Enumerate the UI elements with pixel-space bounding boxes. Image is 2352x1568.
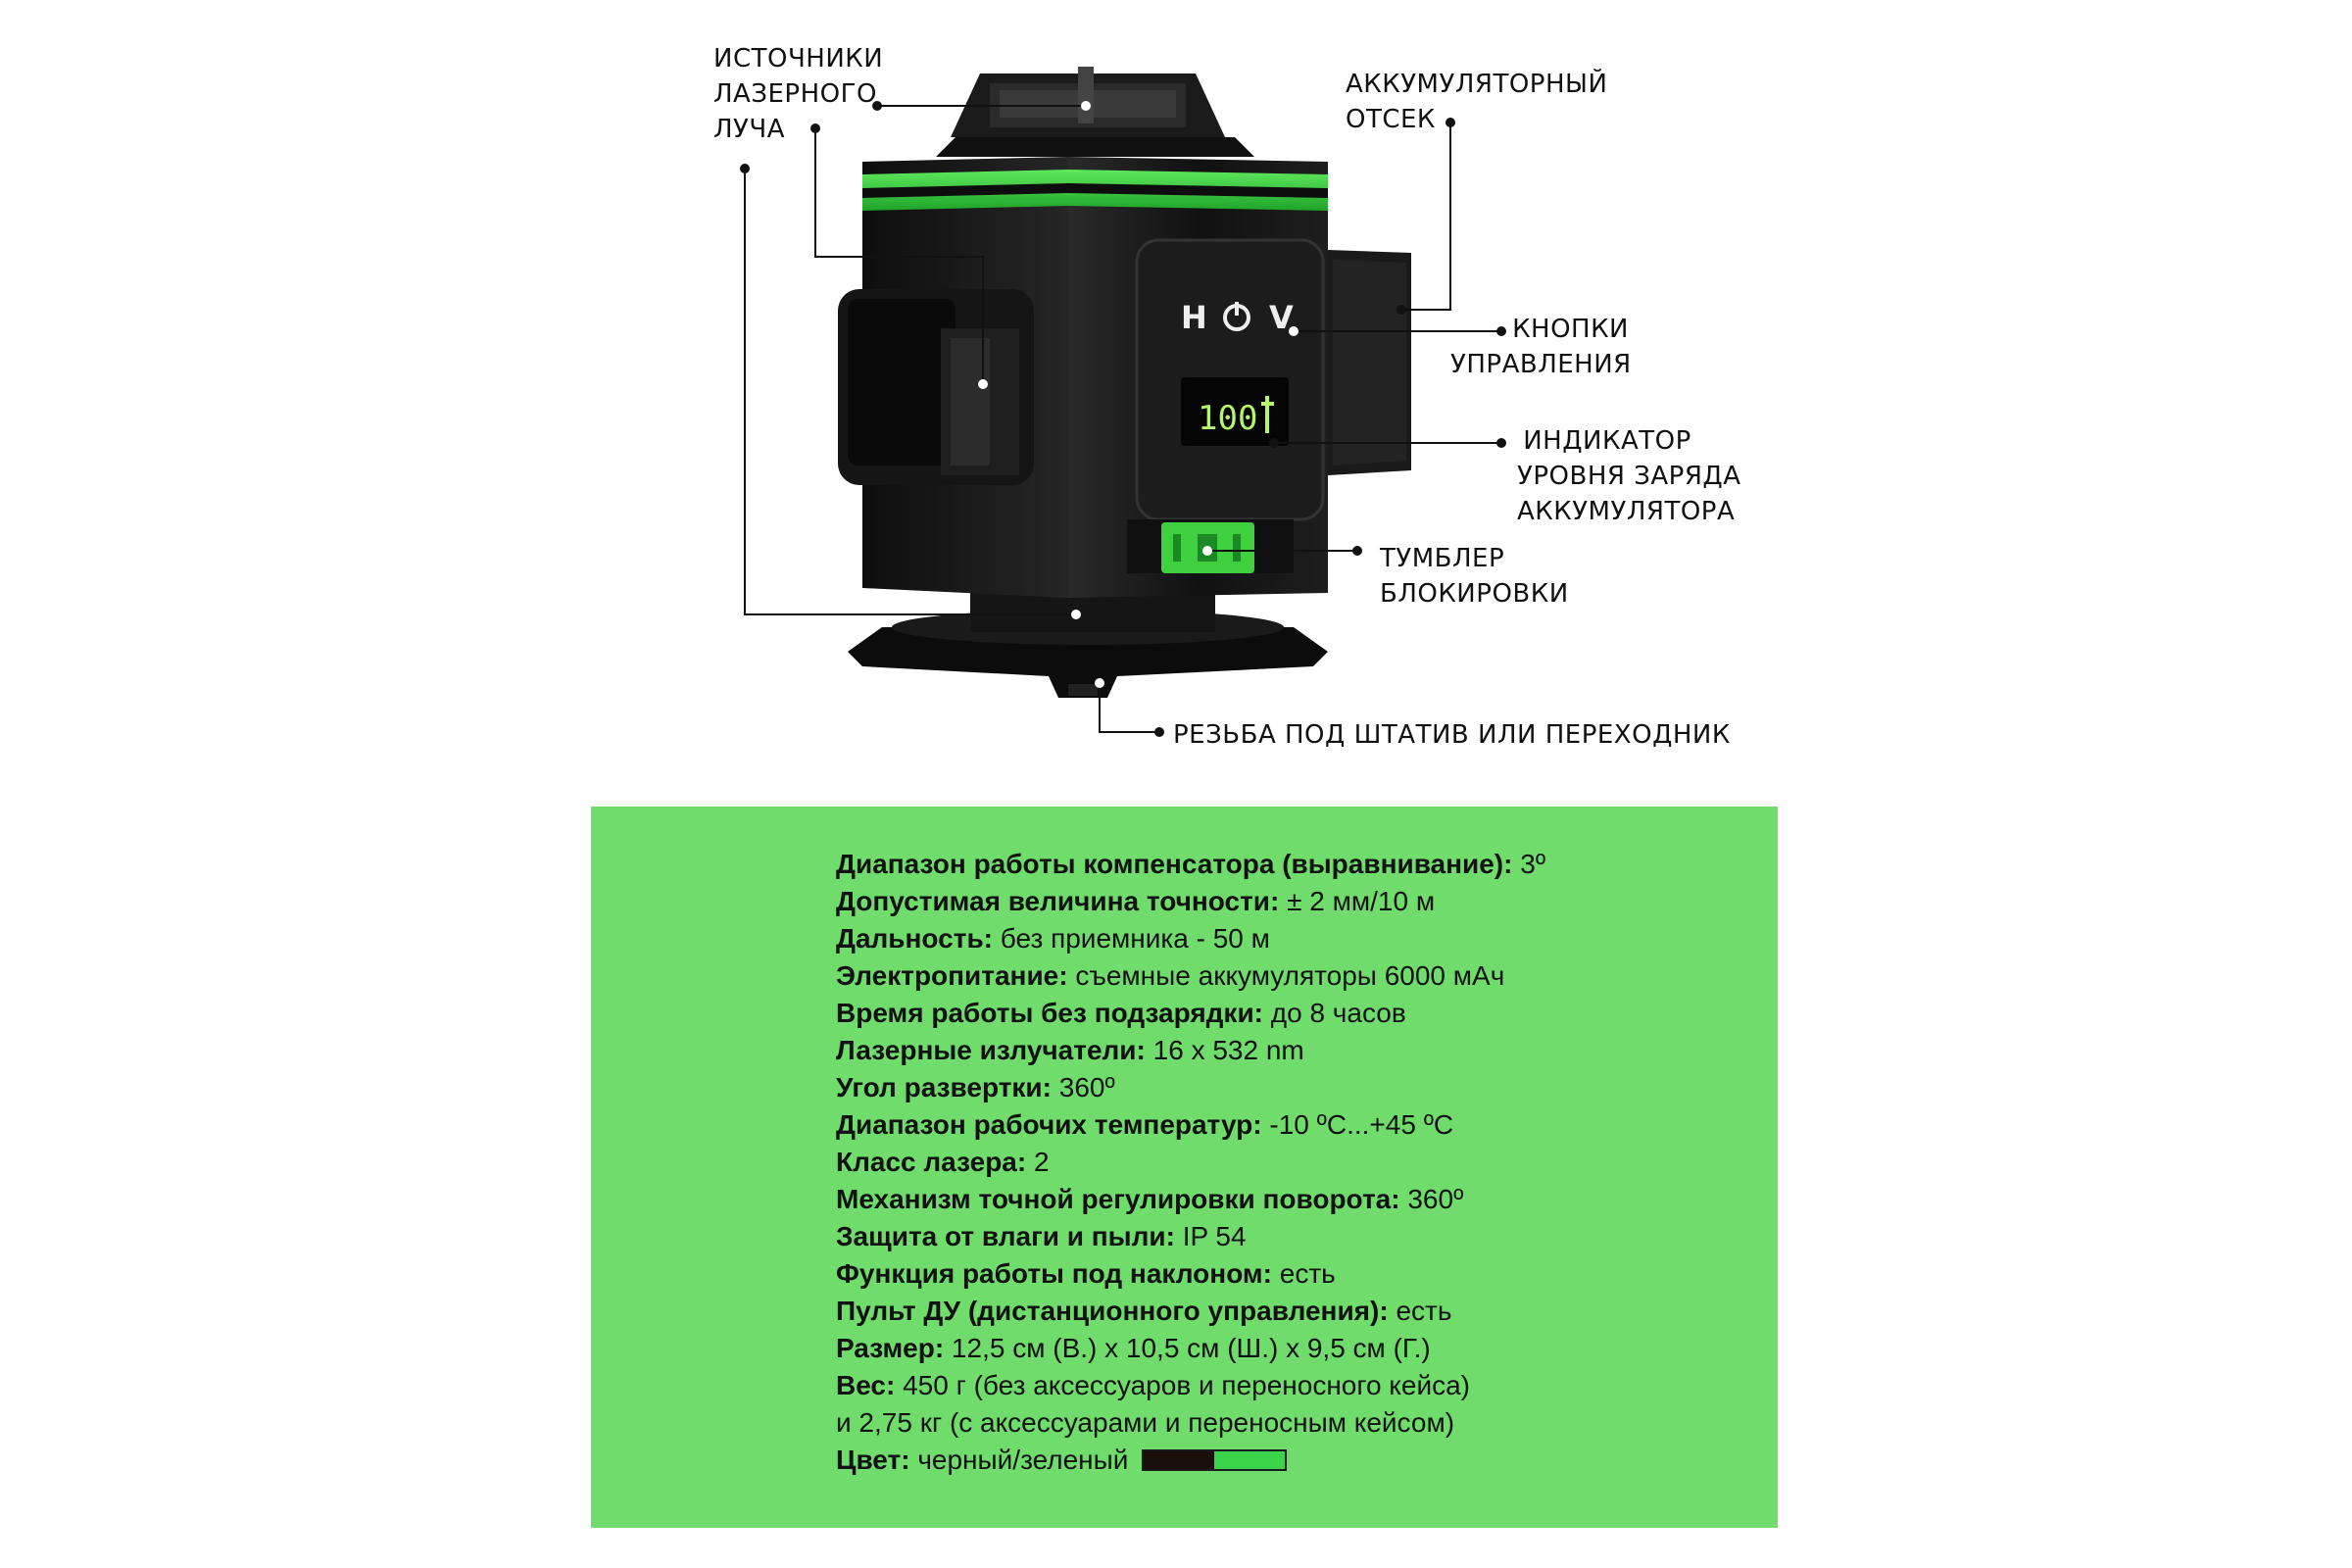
lock-toggle[interactable]: [1127, 519, 1294, 573]
spec-label: Угол развертки:: [836, 1072, 1052, 1102]
spec-value: 360º: [1399, 1184, 1464, 1214]
callout-battery-indicator-line2: УРОВНЯ ЗАРЯДА: [1517, 462, 1741, 491]
callout-dots: [740, 101, 1506, 737]
callout-laser-sources: ИСТОЧНИКИ ЛАЗЕРНОГО ЛУЧА: [713, 41, 883, 147]
callout-lines: [744, 105, 1501, 733]
color-swatch: [1142, 1448, 1288, 1471]
specifications-panel: Диапазон работы компенсатора (выравниван…: [591, 807, 1778, 1528]
spec-row: Защита от влаги и пыли: IP 54: [836, 1218, 1545, 1255]
spec-value: 3º: [1512, 849, 1546, 879]
callout-laser-sources-line2: ЛАЗЕРНОГО: [713, 79, 877, 109]
spec-row: Электропитание: съемные аккумуляторы 600…: [836, 957, 1545, 995]
spec-row: Механизм точной регулировки поворота: 36…: [836, 1181, 1545, 1218]
control-panel: H V 100: [1181, 299, 1294, 446]
callout-battery-indicator: ИНДИКАТОР УРОВНЯ ЗАРЯДА АККУМУЛЯТОРА: [1517, 423, 1741, 529]
spec-value: 450 г (без аксессуаров и переносного кей…: [895, 1370, 1470, 1400]
spec-row: Пульт ДУ (дистанционного управления): ес…: [836, 1293, 1545, 1330]
spec-label: Время работы без подзарядки:: [836, 998, 1263, 1028]
callout-battery-bay-line2: ОТСЕК: [1346, 105, 1436, 134]
spec-label: Защита от влаги и пыли:: [836, 1221, 1175, 1251]
spec-label: Пульт ДУ (дистанционного управления):: [836, 1296, 1389, 1326]
spec-value: есть: [1388, 1296, 1452, 1326]
spec-list: Диапазон работы компенсатора (выравниван…: [836, 846, 1545, 1479]
spec-row: Функция работы под наклоном: есть: [836, 1255, 1545, 1293]
spec-value: есть: [1271, 1258, 1336, 1289]
battery-display: [1181, 377, 1289, 446]
callout-battery-bay: АККУМУЛЯТОРНЫЙ ОТСЕК: [1346, 67, 1607, 137]
spec-value: ± 2 мм/10 м: [1279, 886, 1436, 916]
battery-display-value: 100: [1198, 399, 1257, 438]
spec-value: 12,5 см (В.) х 10,5 см (Ш.) х 9,5 см (Г.…: [944, 1333, 1431, 1363]
spec-value: съемные аккумуляторы 6000 мАч: [1067, 960, 1505, 991]
spec-row: Цвет: черный/зеленый: [836, 1442, 1545, 1479]
base: [848, 588, 1328, 698]
spec-row: Угол развертки: 360º: [836, 1069, 1545, 1106]
spec-label: Лазерные излучатели:: [836, 1035, 1146, 1065]
spec-row: Размер: 12,5 см (В.) х 10,5 см (Ш.) х 9,…: [836, 1330, 1545, 1367]
spec-value: 2: [1026, 1147, 1050, 1177]
spec-row: Время работы без подзарядки: до 8 часов: [836, 995, 1545, 1032]
spec-row: Дальность: без приемника - 50 м: [836, 920, 1545, 957]
spec-value: 360º: [1051, 1072, 1115, 1102]
spec-label: Размер:: [836, 1333, 945, 1363]
callout-lock-toggle: ТУМБЛЕР БЛОКИРОВКИ: [1380, 541, 1569, 612]
spec-label: Цвет:: [836, 1445, 910, 1475]
spec-row: Диапазон рабочих температур: -10 ºC...+4…: [836, 1106, 1545, 1144]
spec-label: Диапазон работы компенсатора (выравниван…: [836, 849, 1513, 879]
spec-value: без приемника - 50 м: [993, 923, 1270, 954]
spec-label: Функция работы под наклоном:: [836, 1258, 1272, 1289]
laser-turret: [936, 67, 1254, 157]
spec-label: Электропитание:: [836, 960, 1068, 991]
spec-value: черный/зеленый: [909, 1445, 1129, 1475]
spec-label: Класс лазера:: [836, 1147, 1027, 1177]
spec-label: Вес:: [836, 1370, 896, 1400]
callout-battery-bay-line1: АККУМУЛЯТОРНЫЙ: [1346, 70, 1608, 99]
callout-laser-sources-line1: ИСТОЧНИКИ: [713, 44, 884, 74]
callout-laser-sources-line3: ЛУЧА: [713, 115, 786, 144]
callout-control-buttons-line2: УПРАВЛЕНИЯ: [1450, 350, 1632, 379]
spec-label: Механизм точной регулировки поворота:: [836, 1184, 1400, 1214]
callout-lock-toggle-line1: ТУМБЛЕР: [1380, 544, 1505, 573]
callout-tripod-thread: РЕЗЬБА ПОД ШТАТИВ ИЛИ ПЕРЕХОДНИК: [1173, 717, 1731, 753]
spec-row: Диапазон работы компенсатора (выравниван…: [836, 846, 1545, 883]
spec-value: 16 х 532 nm: [1145, 1035, 1304, 1065]
spec-row: Лазерные излучатели: 16 х 532 nm: [836, 1032, 1545, 1069]
spec-value: до 8 часов: [1262, 998, 1406, 1028]
spec-label: Допустимая величина точности:: [836, 886, 1280, 916]
callout-control-buttons-line1: КНОПКИ: [1512, 315, 1629, 344]
spec-value: IP 54: [1174, 1221, 1247, 1251]
side-laser-window: [838, 289, 1034, 485]
spec-row: Класс лазера: 2: [836, 1144, 1545, 1181]
spec-label: Дальность:: [836, 923, 993, 954]
callout-control-buttons: КНОПКИ УПРАВЛЕНИЯ: [1450, 312, 1632, 382]
spec-value: и 2,75 кг (с аксессуарами и переносным к…: [836, 1407, 1455, 1438]
callout-battery-indicator-line1: ИНДИКАТОР: [1523, 426, 1691, 456]
callout-tripod-thread-line1: РЕЗЬБА ПОД ШТАТИВ ИЛИ ПЕРЕХОДНИК: [1173, 720, 1731, 750]
callout-battery-indicator-line3: АККУМУЛЯТОРА: [1517, 497, 1736, 526]
spec-row: Вес: 450 г (без аксессуаров и переносног…: [836, 1367, 1545, 1404]
battery-bay: [1328, 250, 1411, 475]
spec-row: Допустимая величина точности: ± 2 мм/10 …: [836, 883, 1545, 920]
spec-label: Диапазон рабочих температур:: [836, 1109, 1262, 1140]
callout-lock-toggle-line2: БЛОКИРОВКИ: [1380, 579, 1569, 609]
spec-value: -10 ºC...+45 ºC: [1261, 1109, 1454, 1140]
spec-row: и 2,75 кг (с аксессуарами и переносным к…: [836, 1404, 1545, 1442]
h-button-label[interactable]: H: [1181, 299, 1207, 336]
